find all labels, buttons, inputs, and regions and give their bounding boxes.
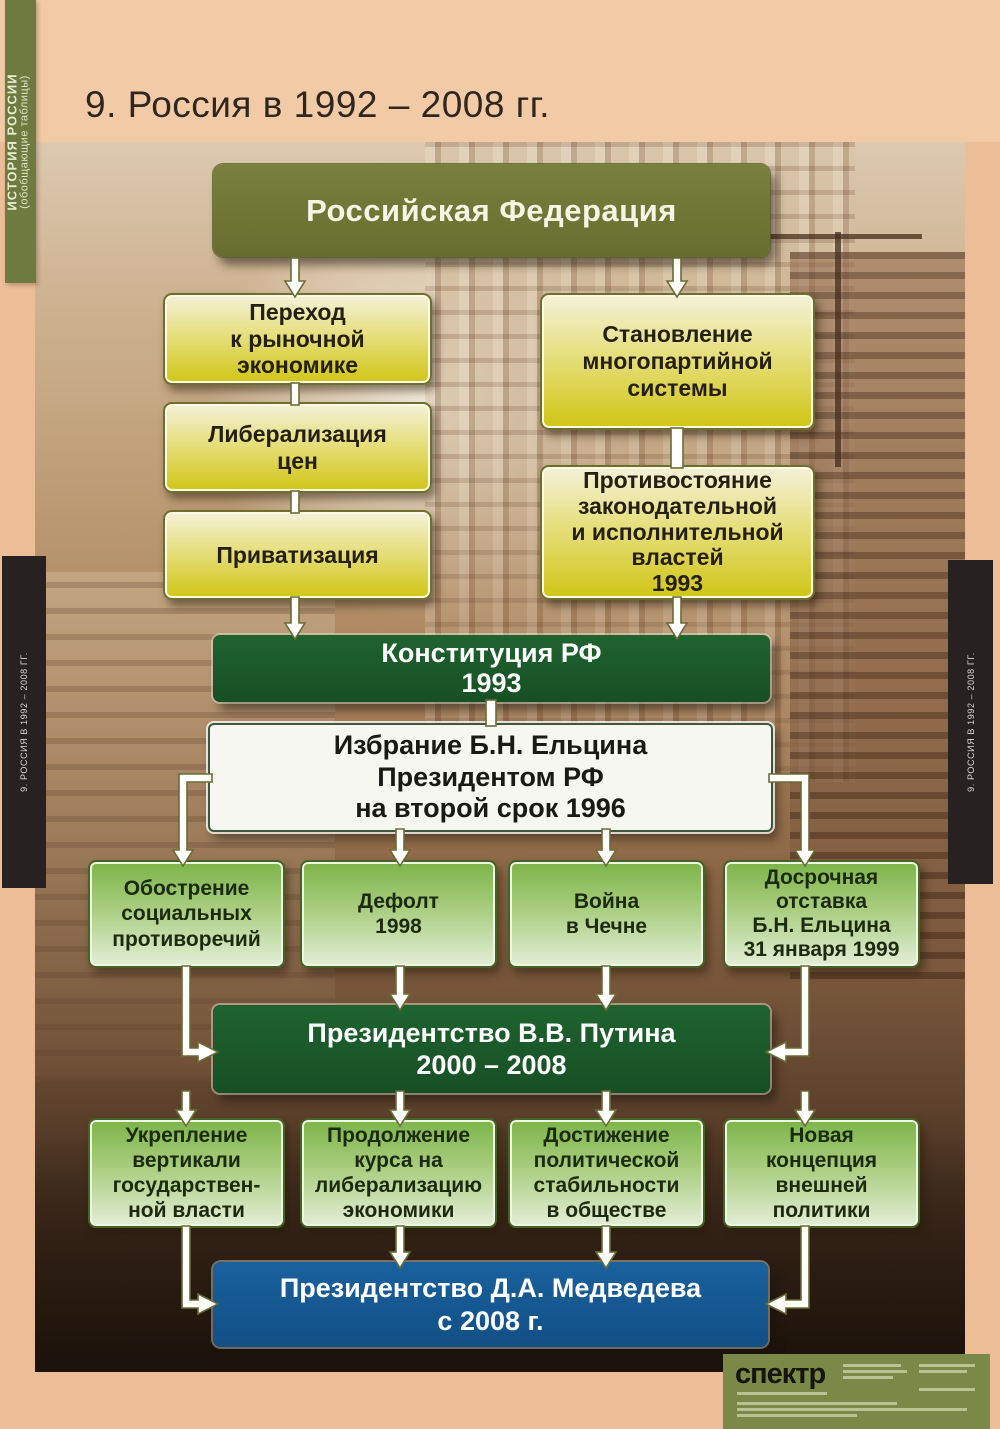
title-band (0, 0, 1000, 142)
edge-strip-left: 9. РОССИЯ В 1992 – 2008 ГГ. (2, 556, 46, 888)
fine-print-line (843, 1370, 907, 1373)
publisher-logo: спектр (735, 1358, 826, 1390)
edge-strip-right: 9. РОССИЯ В 1992 – 2008 ГГ. (948, 560, 993, 884)
edge-strip-label: 9. РОССИЯ В 1992 – 2008 ГГ. (19, 652, 29, 792)
fine-print-line (737, 1402, 897, 1405)
publisher-block: спектр (723, 1354, 990, 1429)
node-social-tensions: Обострение социальных противоречий (88, 860, 285, 968)
page-title: 9. Россия в 1992 – 2008 гг. (85, 84, 550, 125)
series-subtitle: (обобщающие таблицы) (17, 74, 30, 209)
node-political-stability: Достижение политической стабильности в о… (508, 1118, 705, 1228)
node-medvedev-presidency: Президентство Д.А. Медведева с 2008 г. (213, 1262, 768, 1347)
node-putin-presidency: Президентство В.В. Путина 2000 – 2008 (213, 1005, 770, 1093)
crane-mast (835, 232, 841, 467)
fine-print-line (843, 1364, 901, 1367)
node-liberalization-course: Продолжение курса на либерализацию эконо… (300, 1118, 497, 1228)
node-default-1998: Дефолт 1998 (300, 860, 497, 968)
fine-print-line (919, 1388, 975, 1391)
series-title: ИСТОРИЯ РОССИИ (4, 72, 19, 211)
series-strip: ИСТОРИЯ РОССИИ (обобщающие таблицы) (4, 0, 36, 283)
node-foreign-policy-concept: Новая концепция внешней политики (723, 1118, 920, 1228)
fine-print-line (737, 1414, 857, 1417)
fine-print-line (843, 1376, 893, 1379)
node-multiparty-system: Становление многопартийной системы (540, 293, 815, 430)
node-market-transition: Переход к рыночной экономике (163, 293, 432, 385)
fine-print-line (919, 1364, 975, 1367)
node-price-liberalization: Либерализация цен (163, 402, 432, 493)
node-powers-confrontation: Противостояние законодательной и исполни… (540, 465, 815, 600)
node-constitution: Конституция РФ 1993 (213, 635, 770, 702)
crane-jib (740, 234, 922, 239)
node-privatization: Приватизация (163, 510, 432, 600)
node-chechen-war: Война в Чечне (508, 860, 705, 968)
node-russian-federation: Российская Федерация (213, 164, 770, 257)
fine-print-line (737, 1392, 827, 1395)
edge-strip-label: 9. РОССИЯ В 1992 – 2008 ГГ. (965, 652, 976, 792)
fine-print-line (737, 1408, 967, 1411)
node-power-vertical: Укрепление вертикали государствен- ной в… (88, 1118, 285, 1228)
node-yeltsin-resignation: Досрочная отставка Б.Н. Ельцина 31 январ… (723, 860, 920, 968)
fine-print-line (919, 1370, 967, 1373)
node-yeltsin-reelection: Избрание Б.Н. Ельцина Президентом РФ на … (208, 723, 773, 832)
